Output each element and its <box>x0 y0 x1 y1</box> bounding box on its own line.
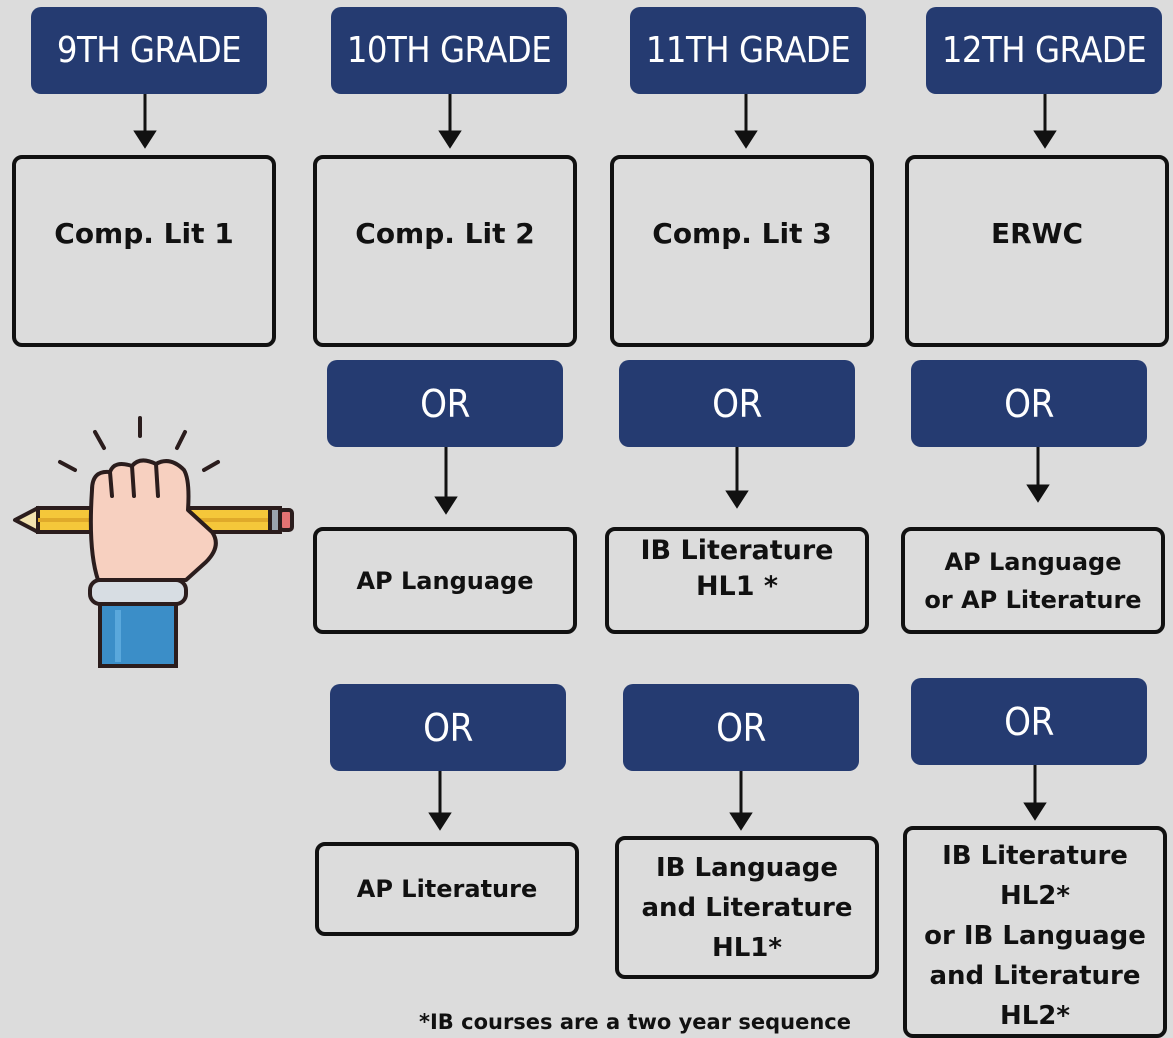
or-connector: OR <box>619 360 855 447</box>
grade-10-label: 10TH GRADE <box>346 30 552 71</box>
footnote: *IB courses are a two year sequence <box>419 1010 851 1034</box>
course-box-ib-literature-hl1: IB Literature HL1 * <box>605 527 869 634</box>
or-label: OR <box>712 381 762 426</box>
course-box-ap-language-or-literature: AP Language or AP Literature <box>901 527 1165 634</box>
course-box-ap-language: AP Language <box>313 527 577 634</box>
course-box-comp-lit-3: Comp. Lit 3 <box>610 155 874 347</box>
or-label: OR <box>1004 699 1054 744</box>
or-connector: OR <box>911 678 1147 765</box>
grade-12-header: 12TH GRADE <box>926 7 1162 94</box>
or-label: OR <box>1004 381 1054 426</box>
grade-11-header: 11TH GRADE <box>630 7 866 94</box>
course-box-ib-hl2: IB Literature HL2* or IB Language and Li… <box>903 826 1167 1038</box>
course-label: IB Language and Literature HL1* <box>641 853 853 963</box>
course-label: AP Language <box>356 566 534 595</box>
course-box-ap-literature: AP Literature <box>315 842 579 936</box>
grade-9-header: 9TH GRADE <box>31 7 267 94</box>
course-box-erwc: ERWC <box>905 155 1169 347</box>
course-label: Comp. Lit 3 <box>652 217 832 250</box>
grade-9-label: 9TH GRADE <box>56 30 242 71</box>
or-label: OR <box>420 381 470 426</box>
course-label: IB Literature HL1 * <box>640 535 834 602</box>
grade-12-label: 12TH GRADE <box>941 30 1147 71</box>
course-box-comp-lit-1: Comp. Lit 1 <box>12 155 276 347</box>
or-connector: OR <box>911 360 1147 447</box>
grade-11-label: 11TH GRADE <box>645 30 851 71</box>
course-box-ib-lang-lit-hl1: IB Language and Literature HL1* <box>615 836 879 979</box>
grade-10-header: 10TH GRADE <box>331 7 567 94</box>
hand-pencil-icon <box>13 416 294 668</box>
course-label: Comp. Lit 2 <box>355 217 535 250</box>
or-connector: OR <box>623 684 859 771</box>
course-label: Comp. Lit 1 <box>54 217 234 250</box>
or-label: OR <box>423 705 473 750</box>
course-label: AP Literature <box>356 875 538 903</box>
or-connector: OR <box>330 684 566 771</box>
course-label: ERWC <box>990 217 1084 250</box>
course-label: AP Language or AP Literature <box>924 547 1142 614</box>
or-label: OR <box>716 705 766 750</box>
course-box-comp-lit-2: Comp. Lit 2 <box>313 155 577 347</box>
course-label: IB Literature HL2* or IB Language and Li… <box>924 841 1146 1031</box>
or-connector: OR <box>327 360 563 447</box>
